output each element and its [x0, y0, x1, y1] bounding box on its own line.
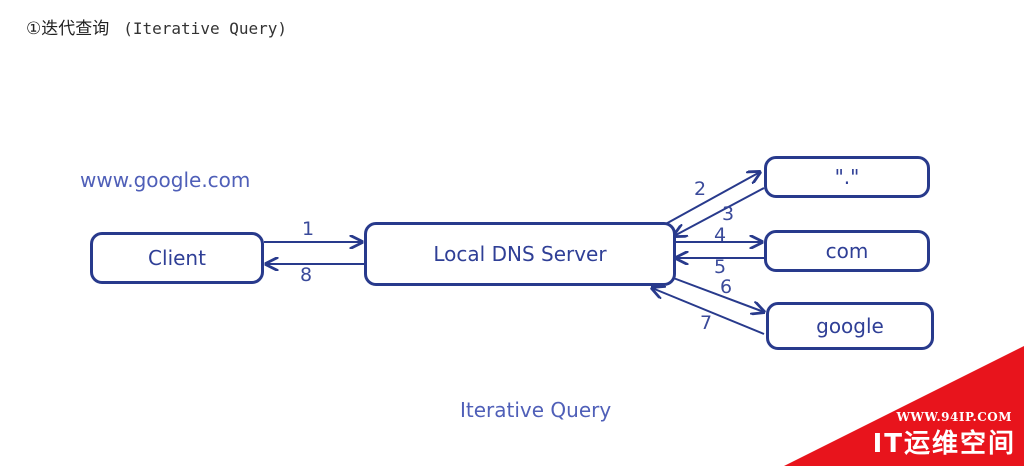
watermark-site: WWW.94IP.COM — [896, 410, 1012, 424]
client-label: Client — [148, 246, 206, 270]
com-server-node: com — [764, 230, 930, 272]
step-label-8: 8 — [300, 264, 313, 286]
local-dns-node: Local DNS Server — [364, 222, 676, 286]
arrow-3 — [674, 187, 765, 236]
arrow-7 — [652, 288, 765, 335]
step-label-5: 5 — [714, 256, 727, 278]
step-label-7: 7 — [700, 312, 713, 334]
google-server-label: google — [816, 314, 884, 338]
step-label-4: 4 — [714, 224, 727, 246]
local-dns-label: Local DNS Server — [433, 242, 607, 266]
watermark: WWW.94IP.COM IT运维空间 — [784, 346, 1024, 466]
heading-title-en: (Iterative Query) — [123, 19, 288, 38]
client-node: Client — [90, 232, 264, 284]
arrow-6 — [667, 275, 764, 312]
step-label-1: 1 — [302, 218, 315, 240]
watermark-brand: IT运维空间 — [872, 429, 1016, 459]
step-label-3: 3 — [722, 203, 735, 225]
arrow-2 — [661, 172, 760, 227]
query-domain-label: www.google.com — [80, 168, 251, 192]
watermark-triangle — [784, 346, 1024, 466]
root-server-node: "." — [764, 156, 930, 198]
step-label-6: 6 — [720, 276, 733, 298]
page-heading: ①迭代查询 (Iterative Query) — [26, 14, 287, 40]
step-label-2: 2 — [694, 178, 707, 200]
root-server-label: "." — [834, 165, 860, 189]
heading-title-cn: ①迭代查询 — [26, 19, 110, 39]
google-server-node: google — [766, 302, 934, 350]
diagram-caption: Iterative Query — [460, 398, 612, 422]
com-server-label: com — [825, 239, 869, 263]
